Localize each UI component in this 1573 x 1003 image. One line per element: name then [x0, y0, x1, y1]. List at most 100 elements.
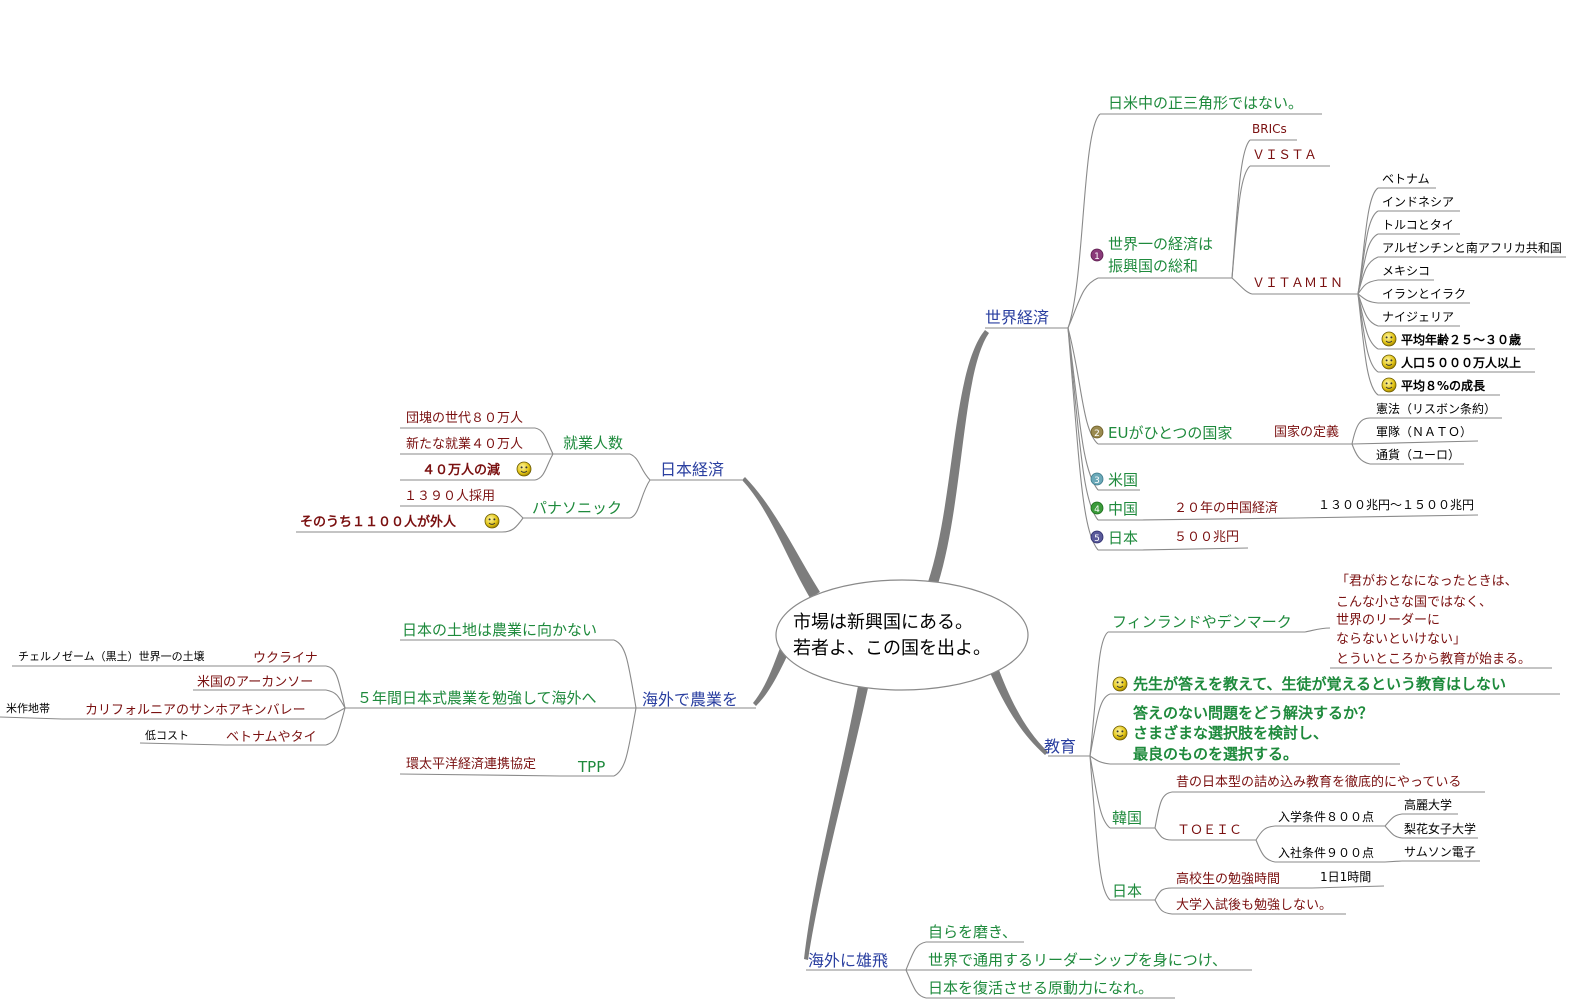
badge-4-number: 4 [1094, 505, 1100, 515]
us-label[interactable]: 米国 [1108, 471, 1138, 489]
vitamin-item[interactable]: インドネシア [1382, 195, 1454, 209]
panasonic-label[interactable]: パナソニック [532, 499, 622, 517]
finland-quote-line[interactable]: 「君がおとなになったときは、 [1336, 574, 1518, 589]
china-economy-label[interactable]: ２０年の中国経済 [1174, 500, 1278, 516]
eu-definition-item[interactable]: 憲法（リスボン条約） [1376, 401, 1496, 416]
panasonic-hiring[interactable]: １３９０人採用 [404, 489, 495, 504]
university-item[interactable]: 高麗大学 [1404, 797, 1452, 812]
badge-3-number: 3 [1094, 476, 1100, 486]
world-sum-line2[interactable]: 振興国の総和 [1108, 257, 1198, 275]
vitamin-item[interactable]: メキシコ [1382, 264, 1430, 278]
numbered-badge-3: 3 [1090, 472, 1104, 486]
panasonic-foreigners[interactable]: そのうち１１００人が外人 [300, 514, 457, 530]
smiley-icon [1381, 354, 1397, 370]
china-label[interactable]: 中国 [1108, 500, 1138, 518]
ukraine-note[interactable]: チェルノゼーム（黒土）世界一の土壌 [18, 650, 205, 663]
smiley-icon [1112, 676, 1128, 692]
employment-item[interactable]: 団塊の世代８０万人 [406, 410, 523, 426]
finland-quote-line[interactable]: ならないといけない」 [1336, 632, 1466, 647]
hiring-condition[interactable]: 入社条件９００点 [1278, 845, 1374, 860]
world-sum-line1[interactable]: 世界一の経済は [1108, 235, 1213, 253]
smiley-icon [1381, 377, 1397, 393]
land-unsuitable-text[interactable]: 日本の土地は農業に向かない [402, 621, 597, 639]
not-triangle-text[interactable]: 日米中の正三角形ではない。 [1108, 94, 1303, 112]
overseas-agriculture-label[interactable]: 海外で農業を [642, 690, 738, 709]
korea-cram-text[interactable]: 昔の日本型の詰め込み教育を徹底的にやっている [1176, 774, 1461, 790]
employment-decrease[interactable]: ４０万人の減 [422, 462, 500, 478]
go-abroad-item[interactable]: 世界で通用するリーダーシップを身につけ、 [928, 951, 1227, 969]
vitamin-item[interactable]: イランとイラク [1382, 287, 1466, 301]
eu-definition-item[interactable]: 軍隊（ＮＡＴＯ） [1376, 424, 1472, 439]
central-topic[interactable]: 市場は新興国にある。 若者よ、この国を出よ。 [775, 579, 1029, 691]
japan-label[interactable]: 日本 [1108, 529, 1138, 547]
tpp-note[interactable]: 環太平洋経済連携協定 [406, 756, 536, 772]
branch-world-economy: 世界経済 日米中の正三角形ではない。 1 世界一の経済は 振興国の総和 BRIC… [985, 94, 1562, 547]
problem-solving-line[interactable]: 最良のものを選択する。 [1133, 745, 1298, 763]
tpp-label[interactable]: TPP [577, 758, 605, 776]
brics-label[interactable]: BRICs [1252, 122, 1287, 136]
go-abroad-label[interactable]: 海外に雄飛 [808, 951, 888, 970]
smiley-icon [516, 461, 532, 477]
central-topic-line2: 若者よ、この国を出よ。 [793, 638, 991, 659]
vitamin-item[interactable]: ナイジェリア [1382, 310, 1454, 324]
eu-label[interactable]: EUがひとつの国家 [1108, 424, 1232, 442]
vitamin-label[interactable]: ＶＩＴＡＭＩＮ [1252, 276, 1343, 291]
world-economy-label[interactable]: 世界経済 [985, 308, 1049, 327]
vitamin-item[interactable]: ベトナム [1382, 172, 1430, 186]
vitamin-item[interactable]: トルコとタイ [1382, 218, 1454, 232]
arkansas-label[interactable]: 米国のアーカンソー [197, 675, 313, 690]
vitamin-items: ベトナム インドネシア トルコとタイ アルゼンチンと南アフリカ共和国 メキシコ … [1382, 172, 1562, 324]
finland-quote-line[interactable]: 世界のリーダーに [1336, 613, 1440, 628]
finland-quote-line[interactable]: とういところから教育が始まる。 [1336, 651, 1531, 667]
teacher-answers-text[interactable]: 先生が答えを教えて、生徒が覚えるという教育はしない [1133, 675, 1506, 693]
edu-japan-label[interactable]: 日本 [1112, 882, 1142, 900]
problem-solving-line[interactable]: さまざまな選択肢を検討し、 [1133, 724, 1328, 742]
go-abroad-item[interactable]: 日本を復活させる原動力になれ。 [928, 979, 1153, 997]
numbered-badge-4: 4 [1090, 501, 1104, 515]
branch-japan-economy: 日本経済 就業人数 団塊の世代８０万人 新たな就業４０万人 ４０万人の減 パナソ… [300, 410, 724, 530]
branch-education: 教育 フィンランドやデンマーク 「君がおとなになったときは、 こんな小さな国では… [1044, 574, 1531, 913]
toeic-label[interactable]: ＴＯＥＩＣ [1177, 823, 1242, 838]
university-item[interactable]: 梨花女子大学 [1404, 821, 1476, 836]
numbered-badge-2: 2 [1090, 425, 1104, 439]
eu-definition-item[interactable]: 通貨（ユーロ） [1376, 447, 1460, 462]
branch-go-abroad: 海外に雄飛 自らを磨き、 世界で通用するリーダーシップを身につけ、 日本を復活さ… [808, 923, 1227, 997]
smiley-icon [484, 513, 500, 529]
finland-quote-line[interactable]: こんな小さな国ではなく、 [1336, 595, 1492, 610]
vietnam-label[interactable]: ベトナムやタイ [226, 730, 317, 745]
vietnam-note[interactable]: 低コスト [145, 729, 189, 742]
vitamin-item[interactable]: アルゼンチンと南アフリカ共和国 [1382, 240, 1562, 255]
japan-economy-label[interactable]: 日本経済 [660, 460, 724, 479]
smiley-icon [1112, 725, 1128, 741]
ukraine-label[interactable]: ウクライナ [253, 651, 318, 666]
korea-label[interactable]: 韓国 [1112, 809, 1142, 827]
finland-label[interactable]: フィンランドやデンマーク [1112, 613, 1292, 631]
vista-label[interactable]: ＶＩＳＴＡ [1252, 148, 1317, 163]
california-label[interactable]: カリフォルニアのサンホアキンバレー [85, 703, 306, 718]
japan-economy-value[interactable]: ５００兆円 [1174, 530, 1239, 545]
samsung-label[interactable]: サムソン電子 [1404, 845, 1476, 859]
numbered-badge-1: 1 [1090, 248, 1104, 262]
state-definition-label[interactable]: 国家の定義 [1274, 424, 1339, 440]
central-topic-line1: 市場は新興国にある。 [793, 612, 973, 633]
problem-solving-line[interactable]: 答えのない問題をどう解決するか？ [1133, 704, 1373, 722]
vitamin-bold-items: 平均年齢２５～３０歳 人口５０００万人以上 平均８%の成長 [1381, 331, 1521, 393]
numbered-badge-5: 5 [1090, 530, 1104, 544]
go-abroad-item[interactable]: 自らを磨き、 [928, 923, 1017, 941]
admission-condition[interactable]: 入学条件８００点 [1278, 809, 1374, 824]
employment-label[interactable]: 就業人数 [563, 434, 623, 452]
study-time-label[interactable]: 高校生の勉強時間 [1176, 871, 1280, 887]
study-abroad-label[interactable]: ５年間日本式農業を勉強して海外へ [357, 689, 597, 707]
china-economy-value[interactable]: １３００兆円～１５００兆円 [1318, 498, 1474, 512]
california-note[interactable]: 米作地帯 [6, 702, 50, 715]
after-exam-text[interactable]: 大学入試後も勉強しない。 [1176, 897, 1332, 913]
vitamin-bold-item[interactable]: 平均年齢２５～３０歳 [1401, 332, 1521, 347]
vitamin-bold-item[interactable]: 人口５０００万人以上 [1401, 355, 1521, 370]
study-hours-value[interactable]: 1日1時間 [1320, 870, 1371, 884]
employment-item[interactable]: 新たな就業４０万人 [406, 436, 523, 452]
vitamin-bold-item[interactable]: 平均８%の成長 [1401, 378, 1486, 393]
connectors [0, 113, 1566, 999]
education-label[interactable]: 教育 [1044, 737, 1076, 756]
